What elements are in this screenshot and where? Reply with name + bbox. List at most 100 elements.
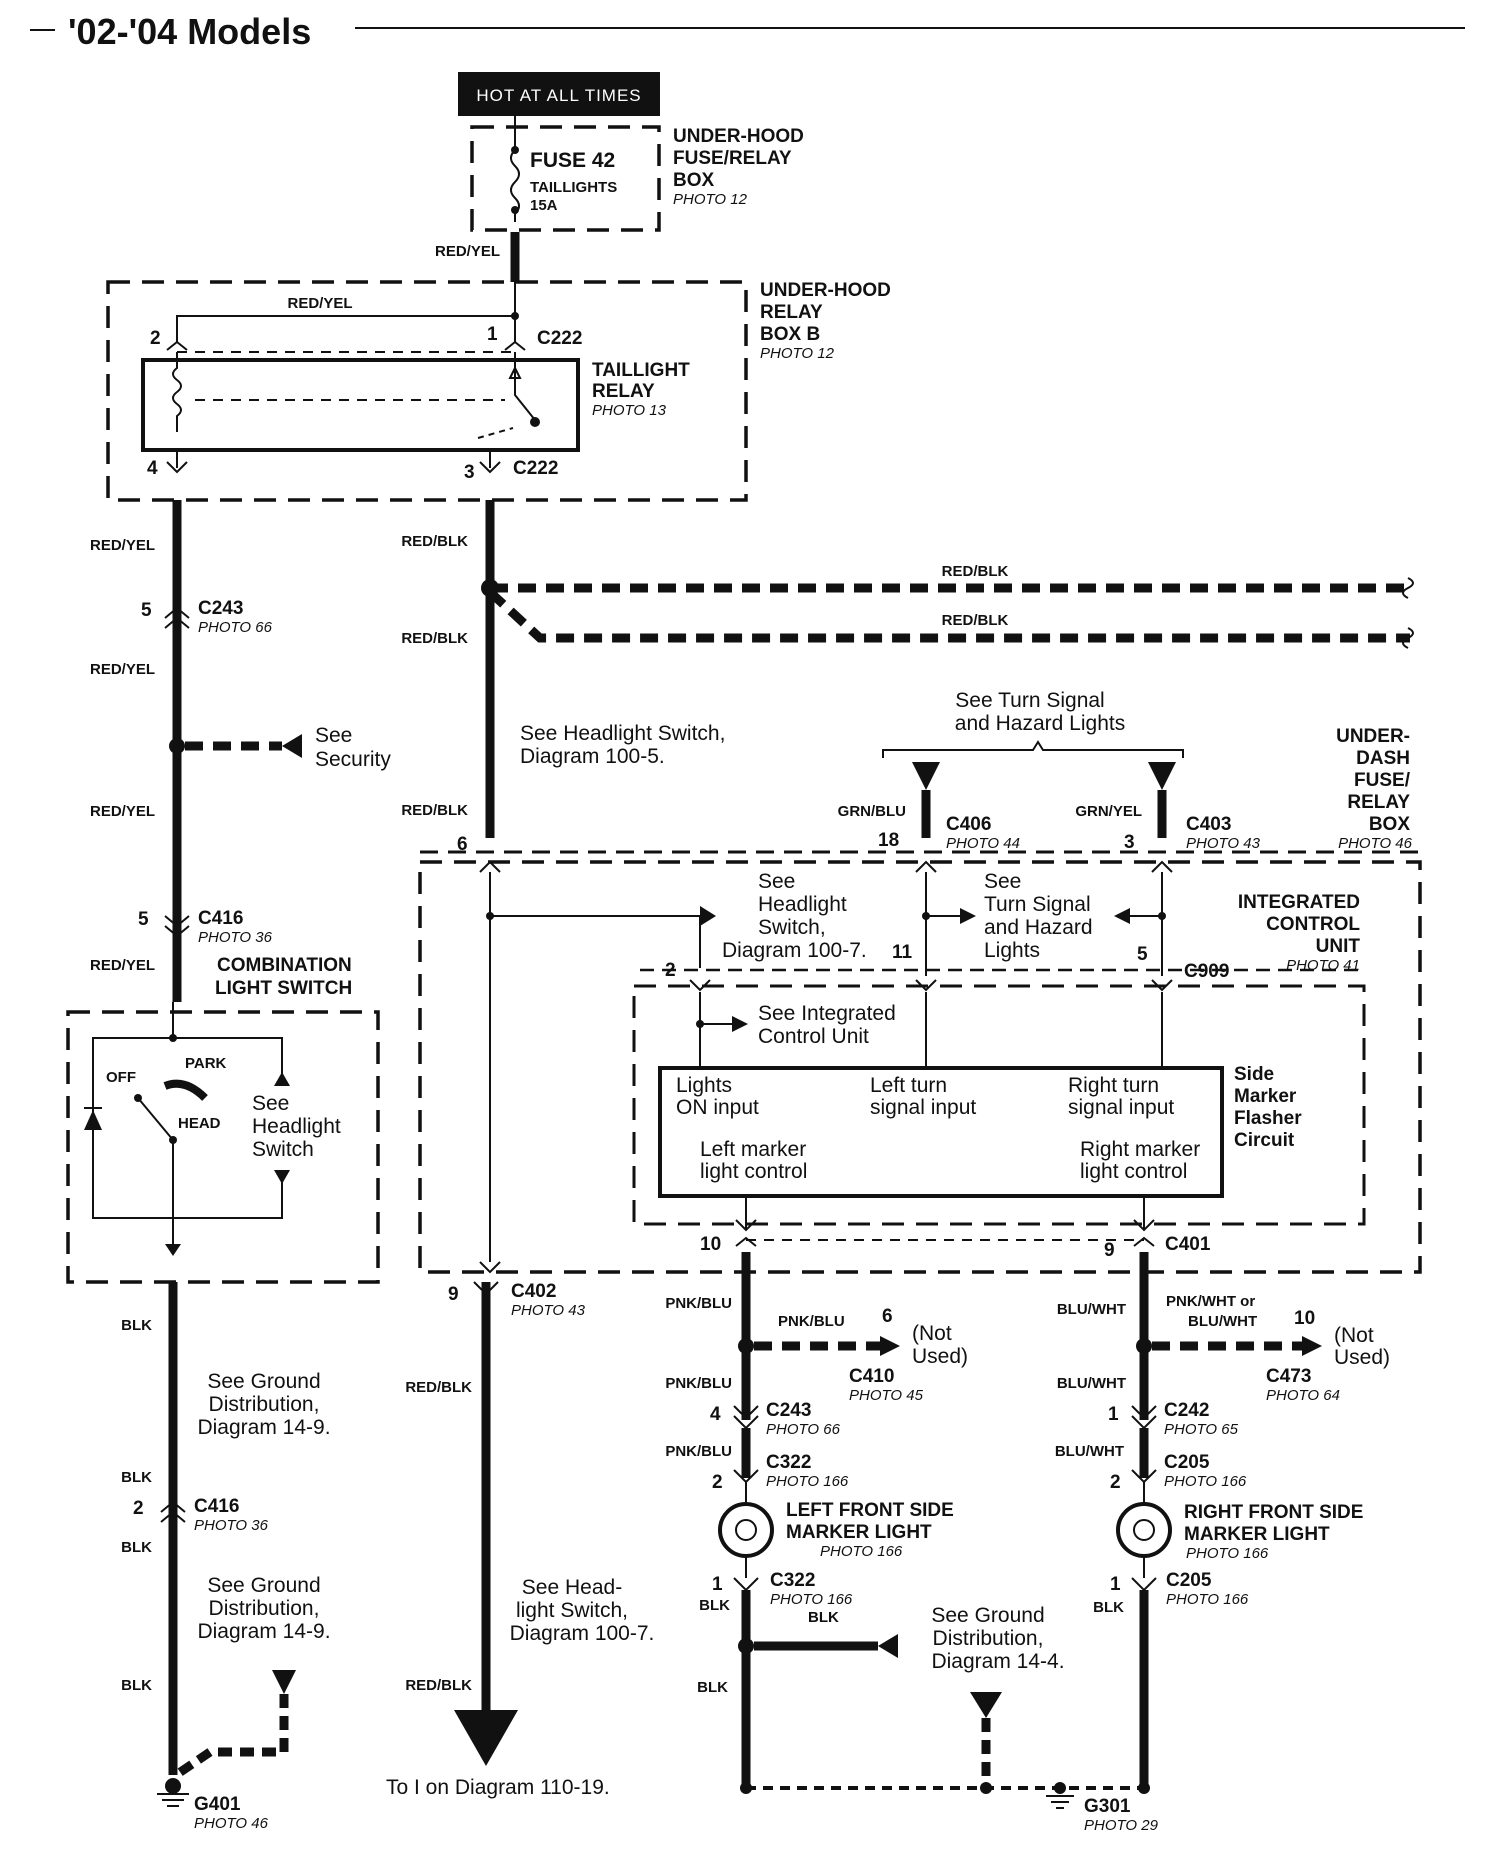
c410-pin: 6	[882, 1306, 893, 1327]
under-dash-photo: PHOTO 46	[1338, 835, 1413, 852]
ground-g301-photo: PHOTO 29	[1084, 1817, 1159, 1834]
connector-c205a-photo: PHOTO 166	[1164, 1473, 1247, 1490]
connector-c473: C473	[1266, 1366, 1311, 1387]
headlight-note-7-2: Headlight	[758, 893, 847, 916]
switch-note-1: See	[252, 1092, 289, 1115]
headlight-arrow-down	[274, 1170, 290, 1184]
wire-label-red-blk-6: RED/BLK	[405, 1379, 472, 1396]
see-security-2: Security	[315, 748, 391, 771]
icu-note-1: See Integrated	[758, 1002, 896, 1025]
under-dash-title-5: BOX	[1369, 814, 1411, 835]
wire-label-red-blk-5: RED/BLK	[401, 802, 468, 819]
pin-18: 18	[878, 830, 899, 851]
c322a-pin: 2	[712, 1472, 723, 1493]
wire-label-blk-1: BLK	[121, 1317, 152, 1334]
c242-pin: 1	[1108, 1404, 1119, 1425]
turn-signal-note-top-2: and Hazard Lights	[955, 712, 1125, 735]
turn-signal-note-top-1: See Turn Signal	[955, 689, 1104, 712]
wire-label-pnk-blu-4: PNK/BLU	[665, 1443, 732, 1460]
connector-c322a-photo: PHOTO 166	[766, 1473, 849, 1490]
wire-label-blu-wht-2: BLU/WHT	[1188, 1313, 1257, 1330]
connector-c243b: C243	[766, 1400, 811, 1421]
left-turn-input-2: signal input	[870, 1096, 976, 1119]
fuse-42-symbol	[510, 149, 520, 222]
wire-label-red-blk-3: RED/BLK	[942, 612, 1009, 629]
wire-label-red-yel-4: RED/YEL	[90, 661, 155, 678]
icu-note-2: Control Unit	[758, 1025, 869, 1048]
fuse-box-title-1: UNDER-HOOD	[673, 126, 804, 147]
connector-c473-photo: PHOTO 64	[1266, 1387, 1340, 1404]
right-marker-title-1: RIGHT FRONT SIDE	[1184, 1502, 1363, 1523]
ground-note-4-1: See Ground	[931, 1604, 1044, 1627]
pin-11: 11	[892, 942, 913, 963]
c402-pin: 9	[448, 1284, 459, 1305]
wire-label-red-blk-7: RED/BLK	[405, 1677, 472, 1694]
left-marker-bulb	[718, 1502, 774, 1558]
relay-box-photo: PHOTO 12	[760, 345, 835, 362]
switch-head: HEAD	[178, 1115, 221, 1132]
wire-label-blk-8: BLK	[1093, 1599, 1124, 1616]
wire-label-red-yel-6: RED/YEL	[90, 957, 155, 974]
ground-note-4-3: Diagram 14-4.	[931, 1650, 1064, 1673]
side-marker-flasher-outline	[632, 984, 1366, 1226]
left-turn-input-1: Left turn	[870, 1074, 947, 1097]
ground-note-9b-2: Distribution,	[209, 1597, 320, 1620]
ground-note-9a-1: See Ground	[207, 1370, 320, 1393]
connector-c242-photo: PHOTO 65	[1164, 1421, 1239, 1438]
headlight-note-7-4: Diagram 100-7.	[722, 939, 867, 962]
wire-label-red-yel-5: RED/YEL	[90, 803, 155, 820]
connector-c205b: C205	[1166, 1570, 1212, 1591]
ground-note-9b-1: See Ground	[207, 1574, 320, 1597]
connector-c222-top: C222	[537, 328, 582, 349]
combination-switch-title-1: COMBINATION	[217, 955, 352, 976]
connector-c406-photo: PHOTO 44	[946, 835, 1020, 852]
lights-on-input-1: Lights	[676, 1074, 732, 1097]
wire-label-blk-6: BLK	[808, 1609, 839, 1626]
turn-signal-note-mid-1: See	[984, 870, 1021, 893]
wire-label-blk-4: BLK	[121, 1677, 152, 1694]
under-hood-fuse-box-outline	[470, 125, 661, 232]
switch-off: OFF	[106, 1069, 136, 1086]
wire-label-grn-blu: GRN/BLU	[838, 803, 906, 820]
side-marker-title-2: Marker	[1234, 1086, 1297, 1107]
integrated-control-unit-outline	[418, 860, 1422, 1274]
see-security-1: See	[315, 724, 352, 747]
taillight-relay-box	[141, 358, 580, 452]
headlight-note-7-3: Switch,	[758, 916, 826, 939]
connector-c243b-photo: PHOTO 66	[766, 1421, 841, 1438]
wire-label-red-yel-1: RED/YEL	[435, 243, 500, 260]
headlight-note-5-2: Diagram 100-5.	[520, 745, 665, 768]
side-marker-title-1: Side	[1234, 1064, 1274, 1085]
connector-c416-top-photo: PHOTO 36	[198, 929, 273, 946]
relay-pin-2: 2	[150, 328, 161, 349]
to-diagram-note: To I on Diagram 110-19.	[386, 1776, 610, 1799]
left-marker-control-2: light control	[700, 1160, 807, 1183]
connector-c242: C242	[1164, 1400, 1209, 1421]
wire-label-grn-yel: GRN/YEL	[1075, 803, 1142, 820]
right-marker-bulb	[1116, 1502, 1172, 1558]
right-turn-input-1: Right turn	[1068, 1074, 1159, 1097]
connector-c401: C401	[1165, 1234, 1211, 1255]
fuse-42-name: FUSE 42	[530, 149, 615, 172]
ground-note-9b-3: Diagram 14-9.	[197, 1620, 330, 1643]
left-marker-photo: PHOTO 166	[820, 1543, 903, 1560]
turn-signal-brace	[882, 740, 1184, 758]
switch-park: PARK	[185, 1055, 227, 1072]
under-dash-title-4: RELAY	[1347, 792, 1410, 813]
connector-c322b-photo: PHOTO 166	[770, 1591, 853, 1608]
left-marker-title-2: MARKER LIGHT	[786, 1522, 932, 1543]
wire-label-red-blk-2: RED/BLK	[942, 563, 1009, 580]
right-marker-control-2: light control	[1080, 1160, 1187, 1183]
connector-c402-photo: PHOTO 43	[511, 1302, 586, 1319]
turn-signal-note-mid-4: Lights	[984, 939, 1040, 962]
wire-label-red-blk-1: RED/BLK	[401, 533, 468, 550]
taillight-relay-title-1: TAILLIGHT	[592, 360, 690, 381]
wire-label-red-yel-3: RED/YEL	[90, 537, 155, 554]
connector-c410: C410	[849, 1366, 894, 1387]
connector-c243-photo: PHOTO 66	[198, 619, 273, 636]
wire-label-blu-wht-1: BLU/WHT	[1057, 1301, 1126, 1318]
wire-label-blk-7: BLK	[697, 1679, 728, 1696]
icu-title-3: UNIT	[1316, 936, 1361, 957]
fuse-box-photo: PHOTO 12	[673, 191, 748, 208]
